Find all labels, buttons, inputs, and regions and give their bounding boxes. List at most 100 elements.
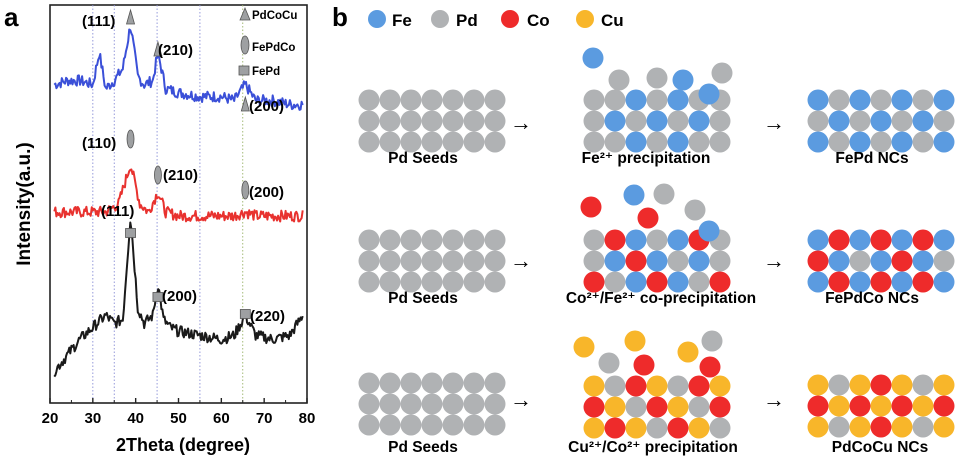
pd-atom (828, 89, 850, 111)
pd-atom (358, 229, 380, 251)
co-atom (912, 271, 934, 293)
pd-atom (912, 131, 934, 153)
pd-atom (828, 131, 850, 153)
pd-atom (463, 250, 485, 272)
pd-atom (442, 89, 464, 111)
pd-atom (667, 250, 689, 272)
pd-atom (400, 414, 422, 436)
cu-atom (667, 396, 689, 418)
peak-label: (111) (82, 13, 115, 30)
floating-atom (633, 354, 655, 376)
pd-atom (583, 250, 605, 272)
floating-atom (573, 336, 595, 358)
fe-atom (849, 271, 871, 293)
pd-atom (358, 271, 380, 293)
pd-atom (421, 131, 443, 153)
pd-atom (828, 374, 850, 396)
square-marker-icon (125, 228, 136, 238)
cu-atom (891, 374, 913, 396)
pd-atom (442, 110, 464, 132)
peak-label: (210) (163, 167, 198, 184)
pd-atom (625, 396, 647, 418)
co-atom (604, 417, 626, 439)
pd-atom (442, 229, 464, 251)
fe-atom (807, 271, 829, 293)
pd-atom (463, 393, 485, 415)
arrow-icon: → (763, 110, 785, 135)
fe-atom (604, 250, 626, 272)
fe-atom (646, 110, 668, 132)
pd-atom (400, 250, 422, 272)
pd-atom (484, 131, 506, 153)
co-atom (912, 229, 934, 251)
floating-atom (684, 199, 706, 221)
co-atom (709, 271, 731, 293)
floating-atom (672, 69, 694, 91)
legend-label: Co (527, 11, 550, 30)
floating-atom (580, 196, 602, 218)
cu-atom (583, 375, 605, 397)
co-atom (646, 271, 668, 293)
cu-atom (849, 374, 871, 396)
fe-atom (604, 110, 626, 132)
fe-atom (625, 271, 647, 293)
pd-atom (379, 250, 401, 272)
floating-atom (646, 67, 668, 89)
x-tick-label: 60 (213, 410, 230, 427)
row-label-product: FePdCo NCs (825, 290, 919, 307)
pd-atom (379, 393, 401, 415)
pd-atom (484, 89, 506, 111)
pd-atom (646, 229, 668, 251)
peak-label: (210) (158, 42, 193, 59)
fe-atom (933, 131, 955, 153)
pd-atom (400, 271, 422, 293)
cu-atom (604, 396, 626, 418)
arrow-icon: → (510, 110, 532, 135)
pd-atom (463, 89, 485, 111)
pd-atom (688, 396, 710, 418)
legend-item-pdcocu: PdCoCu (239, 6, 297, 22)
arrow-icon: → (763, 387, 785, 412)
fe-atom (688, 250, 710, 272)
fe-atom (891, 89, 913, 111)
pd-atom (709, 250, 731, 272)
cu-atom (709, 375, 731, 397)
cu-atom (933, 374, 955, 396)
pd-atom (709, 131, 731, 153)
row-label-seeds: Pd Seeds (388, 150, 458, 167)
fe-atom (807, 131, 829, 153)
floating-atom (701, 330, 723, 352)
fe-atom (667, 271, 689, 293)
pd-atom (604, 89, 626, 111)
series-line-pdcocu (53, 28, 304, 111)
pd-atom (400, 131, 422, 153)
pd-atom (646, 131, 668, 153)
pd-atom-icon (431, 10, 449, 28)
co-atom (870, 374, 892, 396)
pd-atom (583, 89, 605, 111)
fe-atom (870, 110, 892, 132)
floating-atom (711, 62, 733, 84)
fe-atom (849, 89, 871, 111)
legend-item-fepdco: FePdCo (240, 35, 295, 55)
pd-atom (463, 110, 485, 132)
arrow-icon: → (763, 248, 785, 273)
peak-labels: (111) (210) (200) (110) (210) (200) (111… (82, 13, 285, 325)
peak-label: (200) (162, 288, 197, 305)
y-axis-label: Intensity(a.u.) (14, 142, 35, 266)
fe-atom (667, 131, 689, 153)
row-label-middle: Cu²⁺/Co²⁺ precipitation (568, 439, 738, 456)
pd-atom (912, 416, 934, 438)
x-tick-label: 50 (170, 410, 187, 427)
cu-atom (625, 417, 647, 439)
pd-atom (646, 89, 668, 111)
floating-atom (608, 69, 630, 91)
legend-label: PdCoCu (252, 10, 297, 22)
xrd-curves (53, 28, 304, 378)
pd-atom (709, 417, 731, 439)
pd-atom (442, 250, 464, 272)
x-axis-label: 2Theta (degree) (116, 435, 250, 455)
ellipse-marker-icon (240, 35, 250, 55)
pd-atom (358, 131, 380, 153)
row-label-middle: Co²⁺/Fe²⁺ co-precipitation (566, 290, 756, 307)
